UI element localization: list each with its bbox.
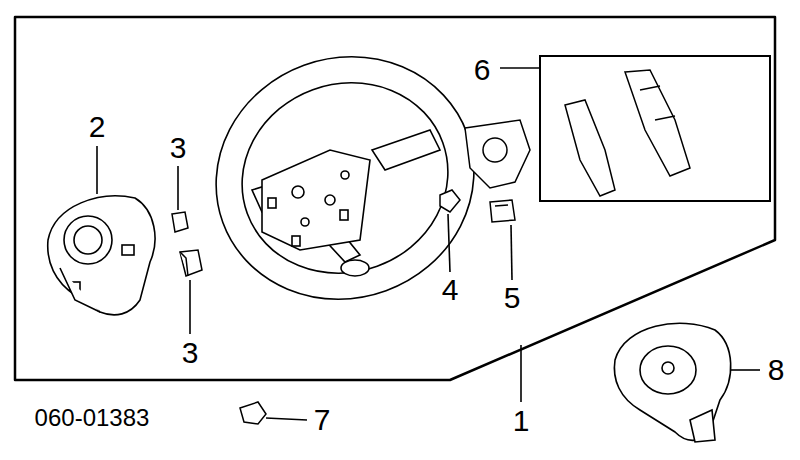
callout-number: 7 (314, 405, 331, 435)
callout-number: 8 (768, 355, 785, 385)
group-bracket (540, 56, 770, 201)
callout-number: 3 (170, 133, 187, 163)
callout-number: 4 (442, 275, 459, 305)
callout-number: 3 (182, 338, 199, 368)
callout-number: 5 (504, 283, 521, 313)
callout-number: 1 (513, 406, 530, 436)
switch-assembly (565, 70, 690, 196)
small-cover (172, 212, 202, 276)
steering-wheel-pad (614, 323, 730, 442)
bracket-part (490, 200, 515, 222)
column-cover (465, 120, 530, 188)
steering-wheel (182, 21, 508, 335)
callout-number: 2 (89, 112, 106, 142)
callout-number: 6 (474, 55, 491, 85)
drawing-number: 060-01383 (35, 406, 150, 430)
leader-lines (97, 68, 760, 420)
emblem (240, 402, 266, 424)
pad-cover (48, 196, 155, 315)
clip (440, 190, 460, 212)
